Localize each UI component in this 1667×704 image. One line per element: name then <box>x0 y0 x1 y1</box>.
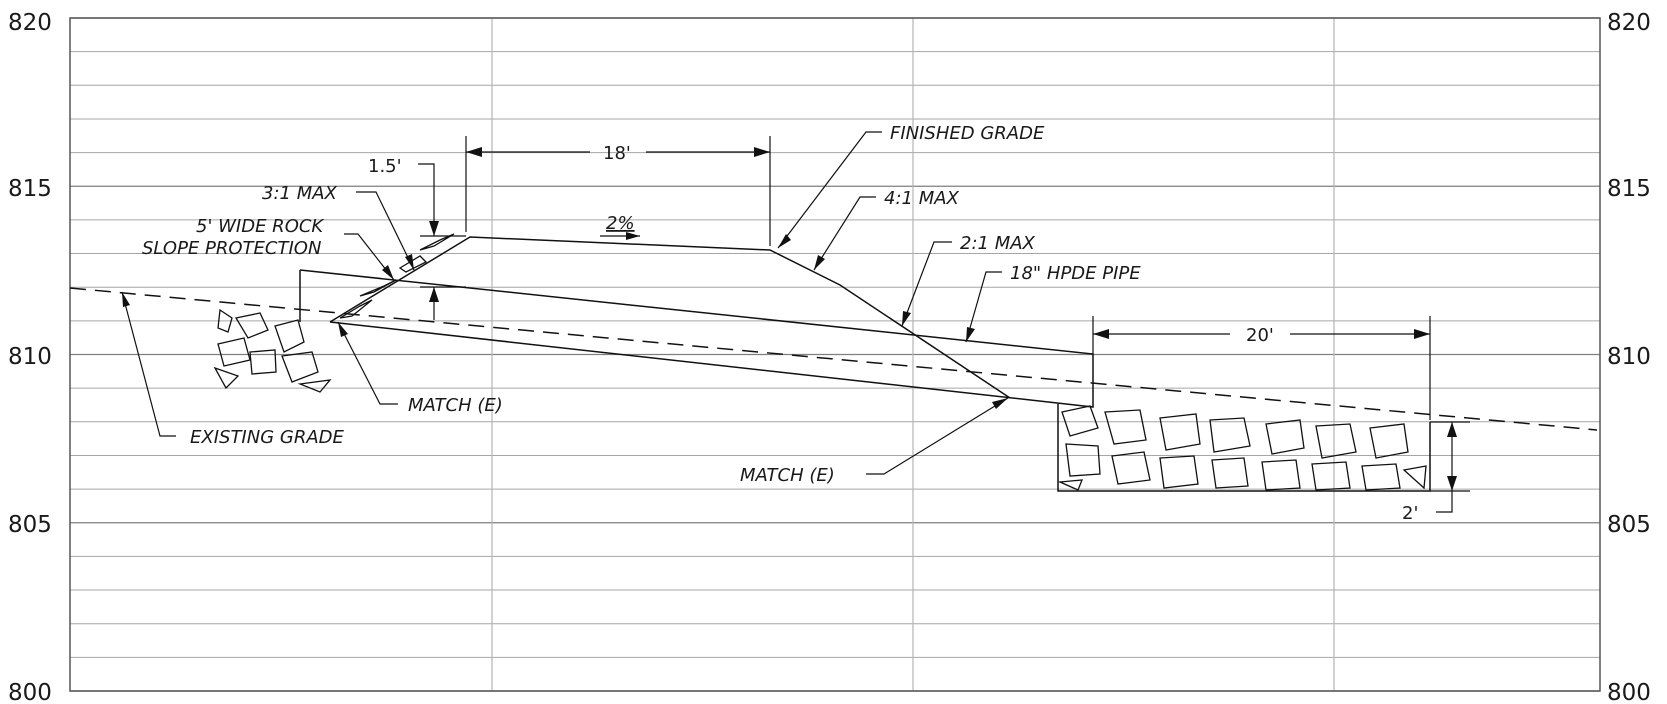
note-match-left-label: MATCH (E) <box>408 395 503 416</box>
dimension-offset-label: 1.5' <box>368 156 402 177</box>
elevation-label-820: 820 <box>8 10 52 36</box>
note-existing-grade: EXISTING GRADE <box>121 291 345 448</box>
grid <box>70 17 1600 692</box>
dimension-outlet-width-label: 20' <box>1246 325 1274 346</box>
elevation-labels-right: 820 815 810 805 800 <box>1607 10 1651 704</box>
note-match-left: MATCH (E) <box>337 321 503 416</box>
elevation-label-815: 815 <box>8 176 52 202</box>
note-3-1-max-label: 3:1 MAX <box>262 183 338 204</box>
dimension-offset: 1.5' <box>368 156 466 320</box>
note-match-right-label: MATCH (E) <box>740 465 835 486</box>
existing-grade-line <box>69 287 1598 431</box>
elevation-label-800: 800 <box>8 680 52 704</box>
note-finished-grade-label: FINISHED GRADE <box>890 123 1045 144</box>
plot-frame <box>69 17 1601 692</box>
elevation-label-820-right: 820 <box>1607 10 1651 36</box>
note-2-1-max-label: 2:1 MAX <box>960 233 1036 254</box>
elevation-labels-left: 820 815 810 805 800 <box>8 10 52 704</box>
elevation-label-800-right: 800 <box>1607 680 1651 704</box>
elevation-label-805-right: 805 <box>1607 512 1651 538</box>
note-4-1-max: 4:1 MAX <box>813 188 960 271</box>
note-existing-grade-label: EXISTING GRADE <box>190 427 345 448</box>
elevation-label-805: 805 <box>8 512 52 538</box>
grade-percent-label: 2% <box>606 213 635 234</box>
dimension-depth-label: 2' <box>1402 503 1418 524</box>
grade-percent: 2% <box>600 213 640 240</box>
note-2-1-max: 2:1 MAX <box>901 233 1036 327</box>
note-rock-line2: SLOPE PROTECTION <box>142 238 321 259</box>
dimension-top-width: 18' <box>465 136 771 246</box>
dimension-depth: 2' <box>1402 421 1470 524</box>
note-3-1-max: 3:1 MAX <box>262 183 415 271</box>
pipe-outline <box>299 269 1094 408</box>
note-4-1-max-label: 4:1 MAX <box>884 188 960 209</box>
elevation-label-810-right: 810 <box>1607 344 1651 370</box>
dimension-top-width-label: 18' <box>603 143 631 164</box>
note-pipe-label: 18" HPDE PIPE <box>1010 263 1141 284</box>
rock-slope-protection-left <box>213 233 455 393</box>
dimension-outlet-width: 20' <box>1092 316 1431 420</box>
note-finished-grade: FINISHED GRADE <box>777 123 1045 249</box>
rock-apron-right <box>1057 404 1431 492</box>
note-pipe: 18" HPDE PIPE <box>965 263 1141 343</box>
finished-grade-line <box>329 236 1011 399</box>
note-match-right: MATCH (E) <box>740 397 1009 486</box>
note-rock-slope-protection: 5' WIDE ROCK SLOPE PROTECTION <box>142 216 395 281</box>
elevation-label-810: 810 <box>8 344 52 370</box>
note-rock-line1: 5' WIDE ROCK <box>196 216 324 237</box>
elevation-label-815-right: 815 <box>1607 176 1651 202</box>
